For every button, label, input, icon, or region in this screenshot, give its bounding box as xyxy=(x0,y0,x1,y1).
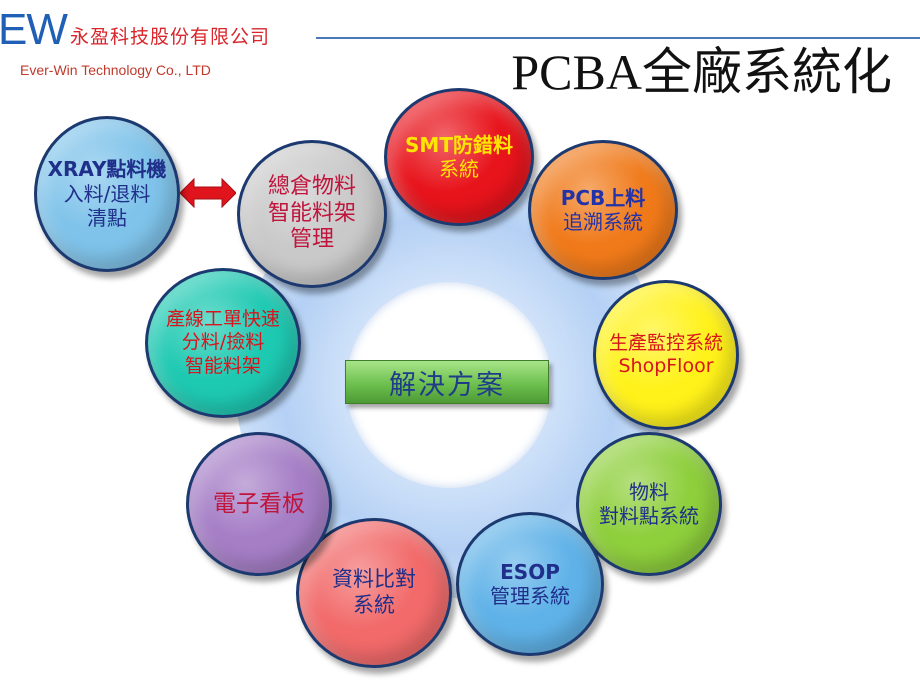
node-label-line: PCB上料 xyxy=(560,185,646,210)
node-xray-counter: XRAY點料機入料/退料清點 xyxy=(34,116,180,272)
page-title: PCBA全廠系統化 xyxy=(511,44,892,100)
node-label-line: XRAY點料機 xyxy=(47,157,167,182)
node-smt-error-proofing: SMT防錯料系統 xyxy=(384,88,534,226)
node-pcb-traceability: PCB上料追溯系統 xyxy=(528,140,678,280)
logo-company-en: Ever-Win Technology Co., LTD xyxy=(20,62,211,78)
node-label-line: 智能料架 xyxy=(184,354,261,377)
node-label-line: 對料點系統 xyxy=(599,504,699,528)
node-label-line: ShopFloor xyxy=(618,355,714,377)
node-label-line: ESOP xyxy=(500,559,560,584)
node-material-check: 物料對料點系統 xyxy=(576,432,722,576)
node-label-line: SMT防錯料 xyxy=(405,132,513,157)
double-arrow-shape xyxy=(180,177,236,209)
node-data-compare: 資料比對系統 xyxy=(296,518,452,668)
node-label-line: 入料/退料 xyxy=(63,181,151,206)
node-label-line: 產線工單快速 xyxy=(165,308,280,331)
node-label-line: 系統 xyxy=(353,593,395,617)
node-label-line: 總倉物料 xyxy=(267,173,356,199)
node-label-line: 系統 xyxy=(439,157,479,181)
logo-company-cn: 永盈科技股份有限公司 xyxy=(70,26,271,48)
node-label-line: 電子看板 xyxy=(213,490,305,517)
node-label-line: 清點 xyxy=(87,206,127,231)
company-logo: EW 永盈科技股份有限公司 Ever-Win Technology Co., L… xyxy=(0,6,330,86)
node-label-line: 智能料架 xyxy=(267,200,356,226)
node-production-picking: 產線工單快速分料/撿料智能料架 xyxy=(145,268,301,418)
node-label-line: 管理 xyxy=(289,227,334,253)
node-electronic-board: 電子看板 xyxy=(186,432,332,576)
node-label-line: 生產監控系統 xyxy=(608,331,723,354)
node-label-line: 物料 xyxy=(629,479,669,504)
double-arrow-icon xyxy=(180,177,236,209)
center-label: 解決方案 xyxy=(345,360,549,404)
node-label-line: 資料比對 xyxy=(332,567,416,592)
logo-mark: EW xyxy=(0,5,68,54)
node-warehouse-rack: 總倉物料智能料架管理 xyxy=(237,140,387,288)
node-label-line: 追溯系統 xyxy=(563,210,643,234)
node-label-line: 管理系統 xyxy=(490,584,570,608)
header-divider xyxy=(316,37,920,39)
node-label-line: 分料/撿料 xyxy=(181,331,265,354)
